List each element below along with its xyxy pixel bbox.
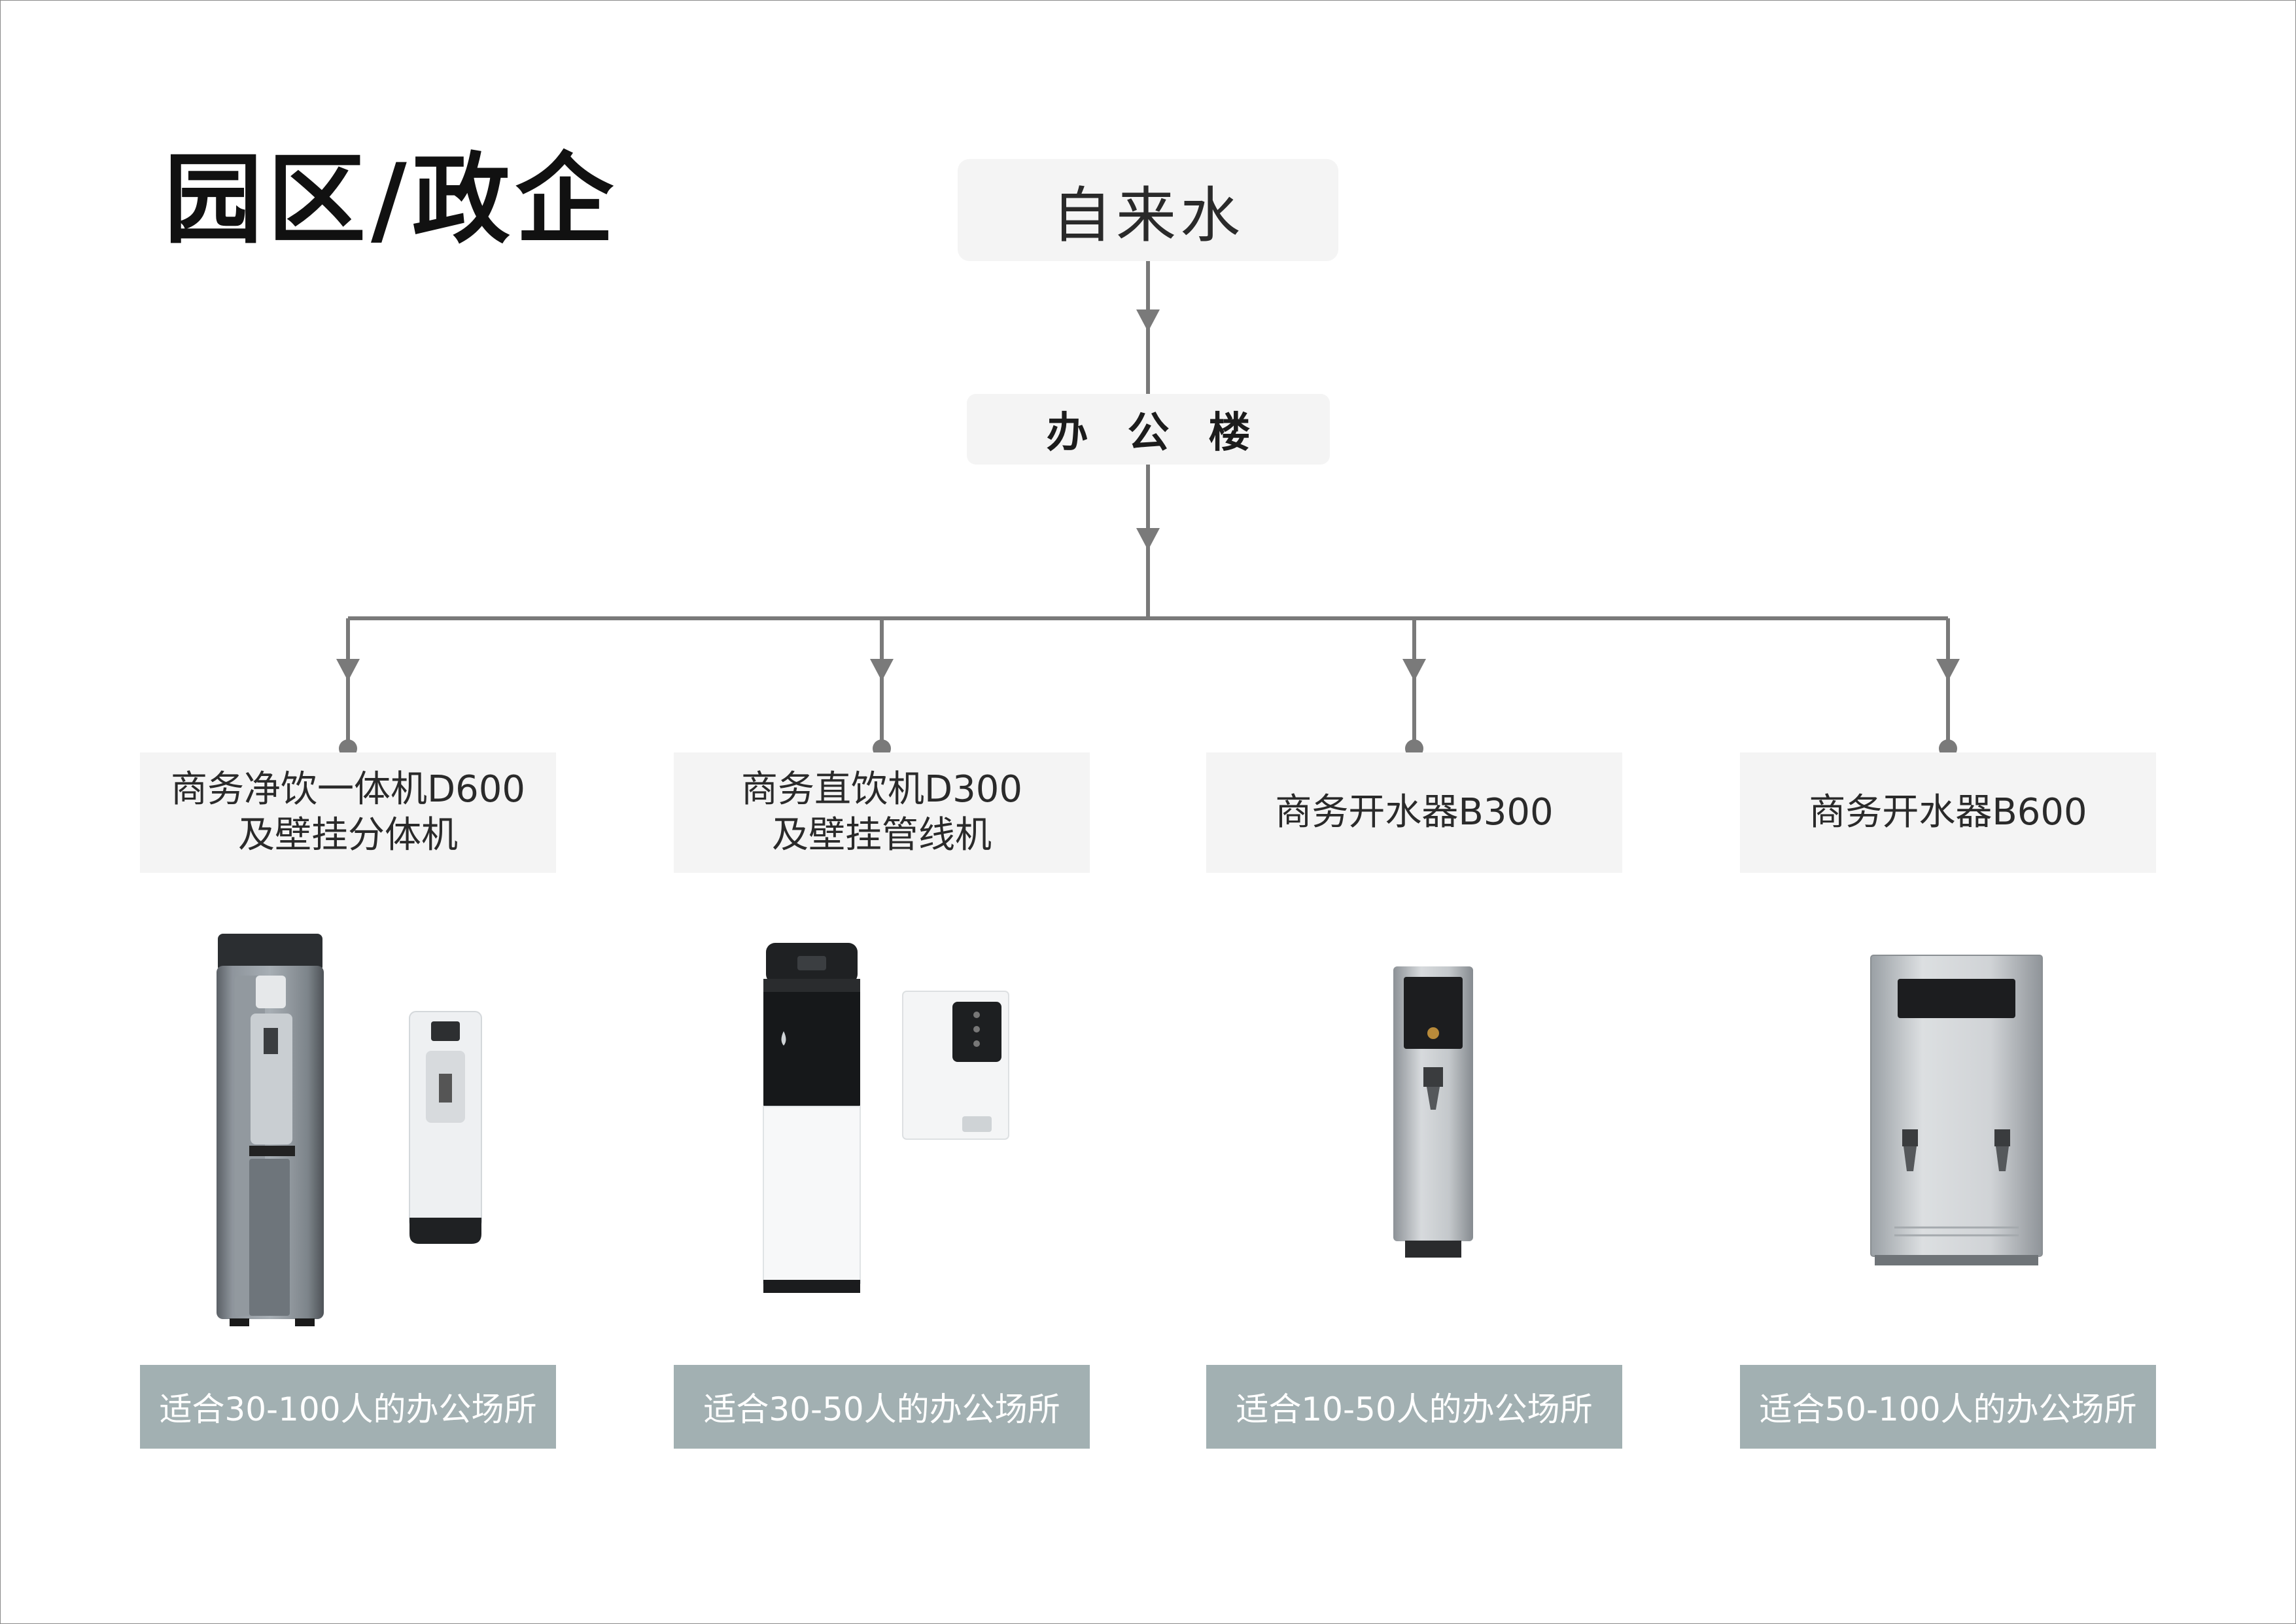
product-name-box: 商务开水器B300 — [1206, 752, 1622, 873]
wall-mounted-unit-icon — [406, 1008, 485, 1250]
water-boiler-double-icon — [1868, 953, 2045, 1270]
water-purifier-dispenser-icon — [210, 930, 511, 1329]
wall-pipeline-unit-icon — [900, 989, 1011, 1142]
arrow-down-icon — [870, 659, 894, 681]
source-node: 自来水 — [958, 159, 1338, 261]
arrow-down-icon — [336, 659, 360, 681]
capacity-label: 适合30-100人的办公场所 — [140, 1365, 556, 1449]
arrow-down-icon — [1402, 659, 1426, 681]
arrow-down-icon — [1136, 309, 1160, 332]
capacity-label: 适合50-100人的办公场所 — [1740, 1365, 2156, 1449]
product-name-line1: 商务开水器B600 — [1809, 791, 2087, 834]
building-node: 办公楼 — [967, 394, 1330, 465]
arrow-down-icon — [1936, 659, 1960, 681]
product-name-box: 商务开水器B600 — [1740, 752, 2156, 873]
product-name-line1: 商务净饮一体机D600 — [170, 768, 525, 811]
product-name-line1: 商务开水器B300 — [1275, 791, 1554, 834]
water-boiler-single-icon — [1391, 962, 1476, 1263]
capacity-label: 适合10-50人的办公场所 — [1206, 1365, 1622, 1449]
product-name-line2: 及壁挂管线机 — [771, 814, 992, 856]
page-title: 园区/政企 — [164, 143, 619, 257]
product-name-line2: 及壁挂分体机 — [237, 814, 458, 856]
capacity-label: 适合30-50人的办公场所 — [674, 1365, 1090, 1449]
product-name-box: 商务直饮机D300 及壁挂管线机 — [674, 752, 1090, 873]
product-name-line1: 商务直饮机D300 — [740, 768, 1022, 811]
arrow-down-icon — [1136, 528, 1160, 550]
direct-drinking-machine-icon — [759, 940, 864, 1296]
product-name-box: 商务净饮一体机D600 及壁挂分体机 — [140, 752, 556, 873]
